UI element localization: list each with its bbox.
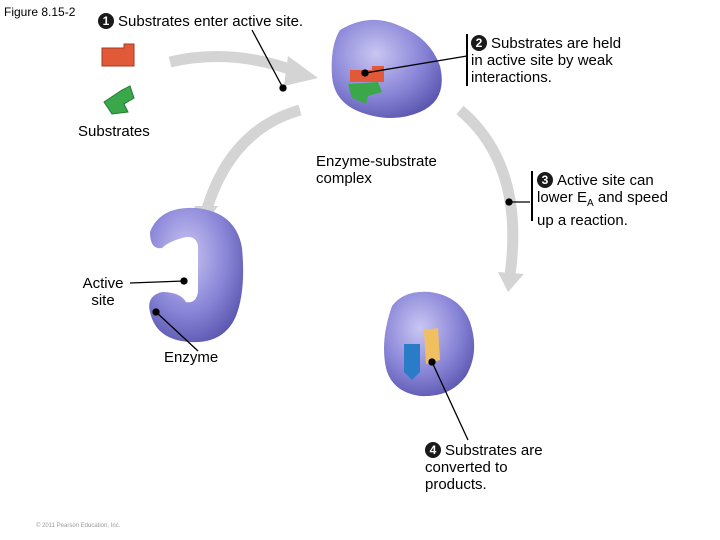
step-1-text: Substrates enter active site.	[118, 13, 304, 30]
step-2-number: 2	[471, 35, 487, 51]
step-2-bracket	[466, 34, 468, 86]
cycle-arrowhead-right	[498, 272, 524, 292]
step-4-line-2: converted to	[425, 459, 508, 476]
cycle-arrows	[168, 51, 519, 276]
label-active-site-line-2: site	[91, 292, 115, 309]
step-2-line-1: Substrates are held	[491, 35, 622, 52]
step-4-number: 4	[425, 442, 441, 458]
step-3-line-2-pre: lower E	[537, 189, 588, 206]
product-yellow	[424, 328, 440, 364]
step-2-line-3: interactions.	[471, 69, 552, 86]
leader-active-site	[129, 280, 185, 284]
leader-step2	[364, 55, 468, 74]
label-enzyme: Enzyme	[164, 349, 219, 366]
step-4-line-3: products.	[425, 476, 487, 493]
step-3-number: 3	[537, 172, 553, 188]
bound-substrate-green	[348, 82, 382, 104]
label-substrates: Substrates	[78, 123, 150, 140]
figure-label: Figure 8.15-2	[4, 5, 76, 19]
label-complex-line-2: complex	[316, 170, 372, 187]
label-active-site-line-1: Active	[82, 275, 124, 292]
copyright: © 2011 Pearson Education, Inc.	[36, 523, 121, 529]
step-4-line-1: Substrates are	[445, 442, 543, 459]
substrate-green	[103, 85, 135, 115]
cycle-arrow-top	[168, 51, 294, 76]
label-complex: Enzyme-substrate complex	[316, 153, 437, 187]
step-2-line-2: in active site by weak	[471, 52, 613, 69]
cycle-arrow-left	[200, 104, 302, 214]
step-3-line-1: Active site can	[557, 172, 654, 189]
leader-enzyme	[155, 311, 199, 352]
label-complex-line-1: Enzyme-substrate	[316, 153, 437, 170]
label-active-site: Active site	[78, 275, 128, 309]
step-3-bracket	[531, 171, 533, 221]
step-3-line-3: up a reaction.	[537, 212, 628, 229]
enzyme-free	[149, 207, 244, 343]
leader-step1	[251, 29, 284, 89]
product-blue	[404, 344, 420, 380]
step-3-line-2-sub: A	[587, 198, 594, 209]
step-3-line-2-post: and speed	[593, 189, 668, 206]
leader-step4	[431, 361, 469, 441]
step-1-number: 1	[98, 13, 114, 29]
cycle-arrowhead-top	[284, 56, 318, 86]
cycle-arrow-right	[456, 105, 519, 276]
substrate-red	[101, 43, 135, 67]
